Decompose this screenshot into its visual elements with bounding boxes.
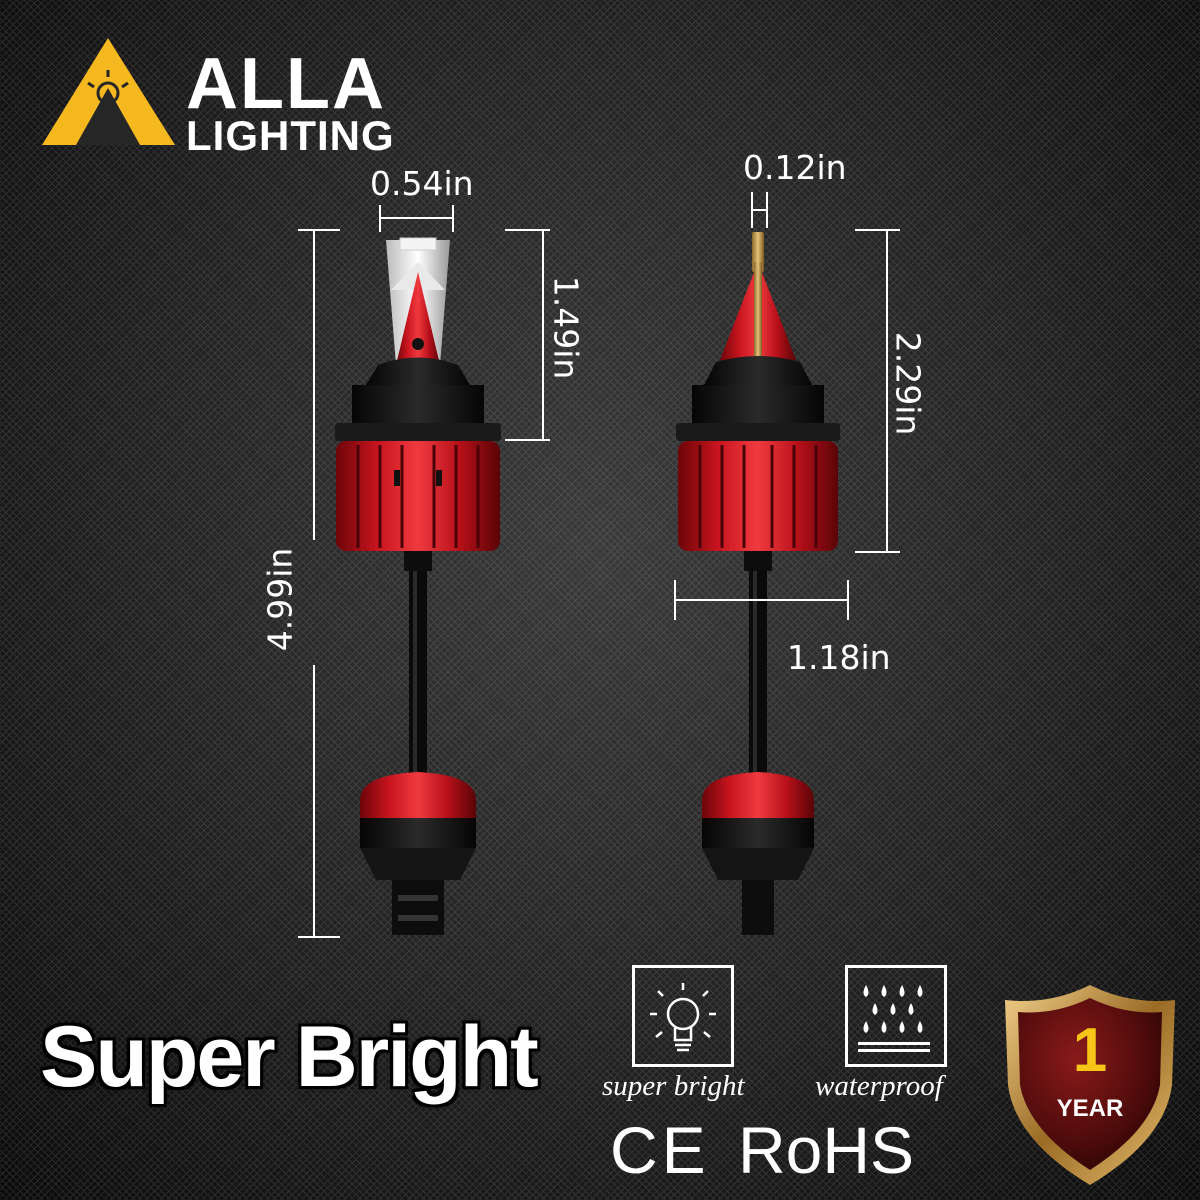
brand-subname: LIGHTING <box>186 112 395 159</box>
warranty-badge-icon <box>1005 985 1175 1185</box>
head-width-label: 0.54in <box>370 164 474 203</box>
total-length-label: 4.99in <box>260 547 300 652</box>
warranty-unit: YEAR <box>1056 1095 1124 1122</box>
water-drops-icon <box>858 985 930 1052</box>
light-bulb-icon <box>650 983 716 1052</box>
rohs-mark: RoHS <box>738 1113 915 1187</box>
chip-thickness-label: 0.12in <box>743 148 847 187</box>
warranty-number: 1 <box>1072 1016 1108 1085</box>
body-height-label: 2.29in <box>888 331 928 436</box>
waterproof-feature-box <box>845 965 947 1067</box>
head-height-label: 1.49in <box>546 275 586 380</box>
ce-mark: CE <box>610 1113 710 1187</box>
super-bright-label: super bright <box>602 1070 745 1102</box>
brand-name: ALLA <box>186 44 386 124</box>
headline: Super Bright <box>40 1009 539 1105</box>
right-bulb <box>676 232 840 935</box>
waterproof-label: waterproof <box>815 1070 943 1102</box>
brand-logo-icon <box>42 38 175 145</box>
body-diameter-label: 1.18in <box>787 638 891 677</box>
super-bright-feature-box <box>632 965 734 1067</box>
left-bulb <box>335 237 501 935</box>
dimension-lines <box>298 192 900 938</box>
